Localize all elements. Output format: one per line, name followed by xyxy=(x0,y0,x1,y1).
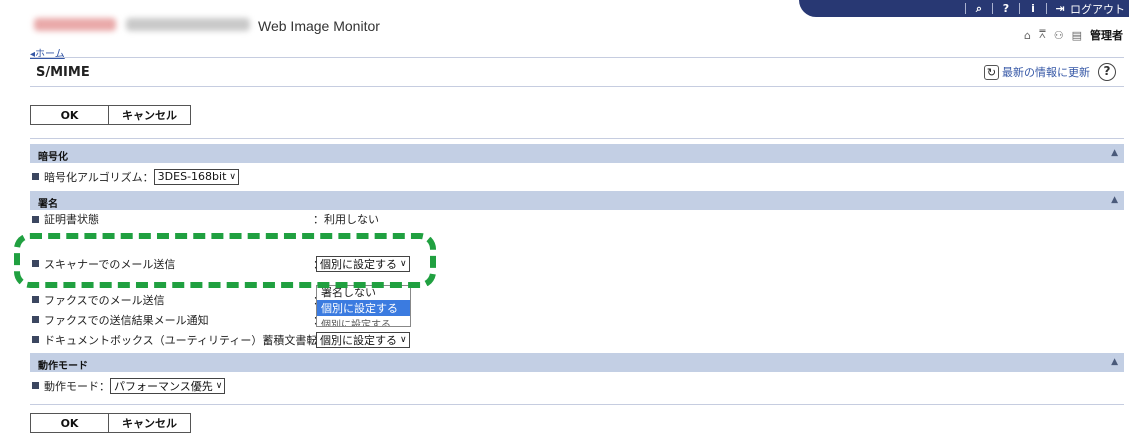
app-title: Web Image Monitor xyxy=(258,18,380,34)
fax-result-value-partial: 個別に設定する xyxy=(321,320,391,326)
logout-link[interactable]: ログアウト xyxy=(1070,2,1125,16)
section-title-signature: 署名 xyxy=(38,199,58,210)
encryption-algorithm-label: 暗号化アルゴリズム： xyxy=(44,170,154,184)
info-icon[interactable]: i xyxy=(1031,2,1035,15)
divider xyxy=(30,138,1124,139)
section-title-encryption: 暗号化 xyxy=(38,152,68,163)
bullet-icon xyxy=(32,382,39,389)
help-icon[interactable]: ? xyxy=(1002,2,1010,15)
docbox-select[interactable]: 個別に設定する ∨ xyxy=(316,331,410,348)
toner-icon: ⌂ xyxy=(1024,28,1032,42)
admin-label: 管理者 xyxy=(1090,29,1123,42)
ok-button[interactable]: OK xyxy=(30,413,109,433)
bullet-icon xyxy=(32,173,39,180)
row-cert-status: 証明書状態 ：利用しない xyxy=(30,213,1124,225)
refresh-label[interactable]: 最新の情報に更新 xyxy=(1002,66,1090,79)
bullet-icon xyxy=(32,316,39,323)
bullet-icon xyxy=(32,336,39,343)
status-icons: ⌂ ⩞ ⚇ ▤ 管理者 xyxy=(1024,27,1123,43)
row-encryption-algorithm: 暗号化アルゴリズム： 3DES-168bit ∨ xyxy=(30,168,1124,185)
cancel-button[interactable]: キャンセル xyxy=(109,105,191,125)
top-button-row: OK キャンセル xyxy=(30,105,191,125)
section-title-operation: 動作モード xyxy=(38,361,88,372)
user-icon: ⚇ xyxy=(1053,28,1064,42)
cert-status-label: 証明書状態 xyxy=(44,213,99,225)
document-icon: ▤ xyxy=(1071,28,1082,42)
chevron-down-icon: ∨ xyxy=(400,258,407,269)
chevron-down-icon: ∨ xyxy=(215,380,223,391)
page-title-bar: S/MIME ↻ 最新の情報に更新 ? xyxy=(30,57,1124,87)
bottom-button-row: OK キャンセル xyxy=(30,413,191,433)
ok-button[interactable]: OK xyxy=(30,105,109,125)
search-icon[interactable]: ⌕ xyxy=(975,1,983,15)
highlight-mask xyxy=(20,239,430,253)
row-fax-result: ファクスでの送信結果メール通知 ： xyxy=(30,311,1124,328)
operation-mode-value: パフォーマンス優先 xyxy=(114,379,213,393)
dropdown-option-individual[interactable]: 個別に設定する xyxy=(317,300,410,316)
cancel-button[interactable]: キャンセル xyxy=(109,413,191,433)
cert-status-value: ：利用しない xyxy=(313,213,379,225)
help-icon[interactable]: ? xyxy=(1098,63,1116,81)
collapse-icon[interactable]: ▲ xyxy=(1111,357,1118,367)
header: Web Image Monitor ⌕ ? i ⇥ ログアウト ⌂ ⩞ ⚇ ▤ … xyxy=(0,0,1129,46)
docbox-value: 個別に設定する xyxy=(320,333,397,347)
fax-result-label: ファクスでの送信結果メール通知 xyxy=(44,313,209,327)
operation-mode-label: 動作モード： xyxy=(44,379,110,393)
row-docbox: ドキュメントボックス（ユーティリティー）蓄積文書転送時 ： 個別に設定する ∨ xyxy=(30,331,1124,348)
chevron-down-icon: ∨ xyxy=(229,171,236,182)
row-scanner-mail: スキャナーでのメール送信 ： 個別に設定する ∨ xyxy=(30,255,1124,272)
encryption-algorithm-value: 3DES-168bit xyxy=(157,170,227,183)
fax-mail-label: ファクスでのメール送信 xyxy=(44,293,165,307)
brand-logo xyxy=(34,18,116,31)
refresh-link[interactable]: ↻ 最新の情報に更新 xyxy=(984,64,1090,80)
scanner-mail-select[interactable]: 個別に設定する ∨ xyxy=(316,255,410,272)
scanner-mail-value: 個別に設定する xyxy=(320,257,397,271)
collapse-icon[interactable]: ▲ xyxy=(1111,195,1118,205)
collapse-icon[interactable]: ▲ xyxy=(1111,148,1118,158)
section-signature: 署名 ▲ xyxy=(30,191,1124,210)
device-name xyxy=(126,18,250,31)
bullet-icon xyxy=(32,215,39,223)
encryption-algorithm-select[interactable]: 3DES-168bit ∨ xyxy=(153,168,239,185)
section-operation-mode: 動作モード ▲ xyxy=(30,353,1124,372)
logout-icon[interactable]: ⇥ xyxy=(1055,2,1065,15)
operation-mode-select[interactable]: パフォーマンス優先 ∨ xyxy=(110,377,226,394)
dropdown-option-no-sign[interactable]: 署名しない xyxy=(321,286,376,299)
page-title: S/MIME xyxy=(36,65,90,80)
scanner-mail-dropdown-list[interactable]: 署名しない 個別に設定する 個別に設定する xyxy=(316,285,411,327)
top-toolbar: ⌕ ? i ⇥ ログアウト xyxy=(799,0,1129,17)
refresh-icon[interactable]: ↻ xyxy=(984,64,999,80)
bullet-icon xyxy=(32,296,39,303)
highlight-mask xyxy=(20,272,300,286)
row-fax-mail: ファクスでのメール送信 ： xyxy=(30,291,1124,308)
divider xyxy=(30,404,1124,405)
breadcrumb-home[interactable]: ◂ホーム xyxy=(30,49,65,60)
scanner-mail-label: スキャナーでのメール送信 xyxy=(44,257,176,271)
row-operation-mode: 動作モード： パフォーマンス優先 ∨ xyxy=(30,377,1124,394)
docbox-label: ドキュメントボックス（ユーティリティー）蓄積文書転送時 xyxy=(44,333,340,347)
section-encryption: 暗号化 ▲ xyxy=(30,144,1124,163)
chevron-down-icon: ∨ xyxy=(400,334,407,345)
bullet-icon xyxy=(32,260,39,267)
network-icon: ⩞ xyxy=(1039,28,1046,41)
